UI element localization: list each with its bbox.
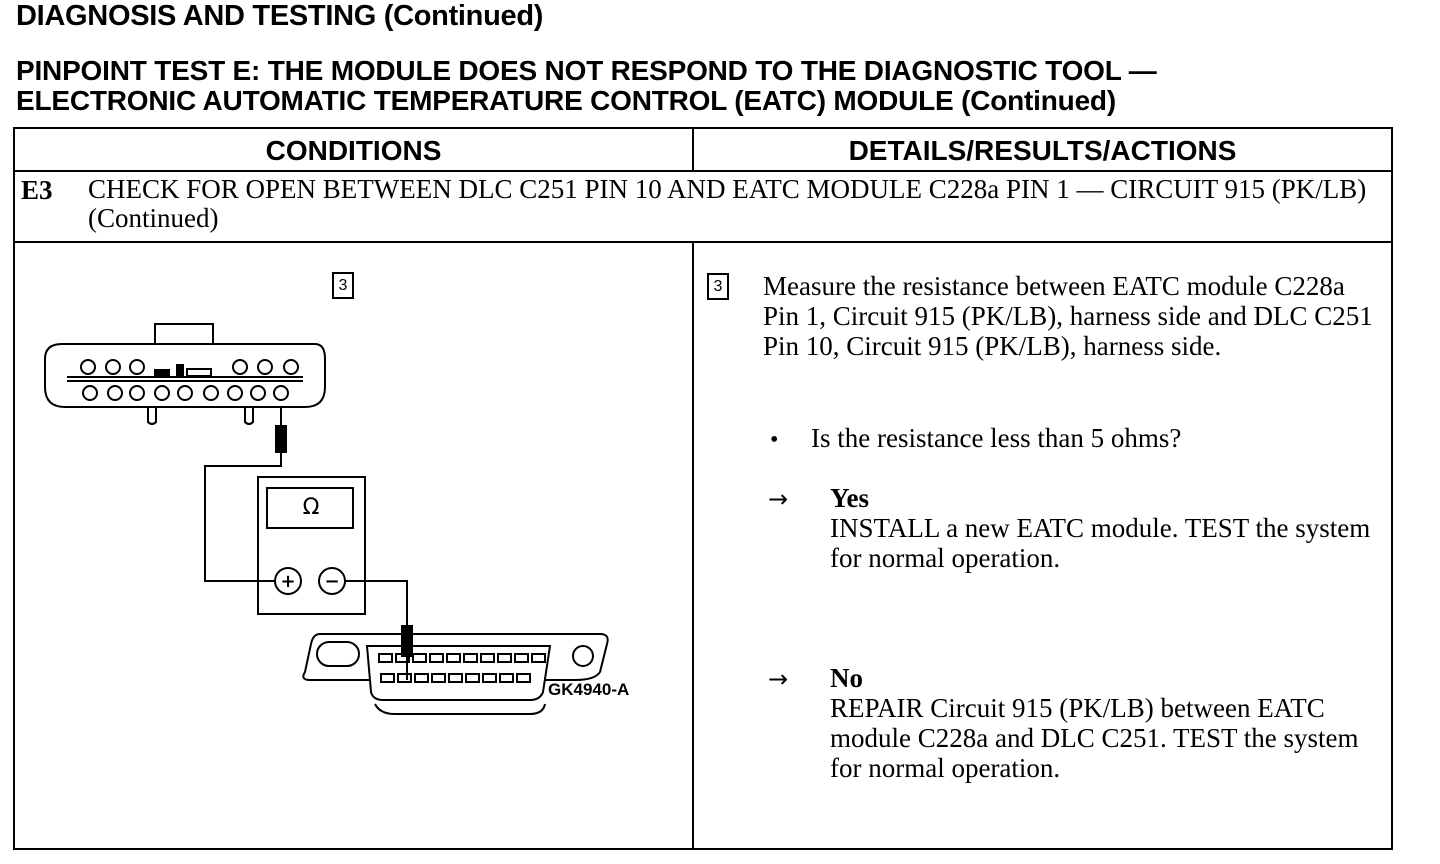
- yes-arrow-icon: →: [768, 485, 789, 513]
- details-header: DETAILS/RESULTS/ACTIONS: [848, 135, 1237, 166]
- conditions-header: CONDITIONS: [265, 135, 442, 166]
- yes-action: INSTALL a new EATC module. TEST the syst…: [830, 513, 1371, 573]
- no-arrow-icon: →: [768, 665, 789, 693]
- wiring-diagram: Ω + −: [44, 323, 629, 715]
- body-column-divider: [692, 241, 694, 848]
- header-divider: [15, 170, 1391, 172]
- dlc-connector-icon: [302, 625, 609, 715]
- resistance-question: Is the resistance less than 5 ohms?: [811, 423, 1182, 453]
- yes-label: Yes: [830, 483, 869, 513]
- step-divider: [15, 241, 1391, 243]
- measure-instruction: Measure the resistance between EATC modu…: [763, 271, 1373, 361]
- details-step-marker: 3: [707, 273, 729, 300]
- test-leads: [204, 452, 408, 629]
- figure-id: GK4940-A: [548, 680, 629, 699]
- eatc-connector-icon: [44, 323, 326, 453]
- pinpoint-test-title-line2: ELECTRONIC AUTOMATIC TEMPERATURE CONTROL…: [16, 85, 1116, 116]
- multimeter-icon: [257, 476, 366, 615]
- no-label: No: [830, 663, 863, 693]
- diagram-step-marker: 3: [332, 272, 354, 299]
- header-column-divider: [692, 129, 694, 170]
- pinpoint-test-title-line1: PINPOINT TEST E: THE MODULE DOES NOT RES…: [16, 55, 1157, 86]
- negative-terminal: −: [324, 571, 339, 592]
- page-title: DIAGNOSIS AND TESTING (Continued): [16, 0, 544, 32]
- step-title: CHECK FOR OPEN BETWEEN DLC C251 PIN 10 A…: [88, 174, 1367, 233]
- ohm-symbol: Ω: [303, 495, 320, 520]
- step-id: E3: [21, 175, 53, 205]
- question-bullet: •: [770, 427, 779, 453]
- test-table: CONDITIONS DETAILS/RESULTS/ACTIONS E3 CH…: [13, 127, 1393, 850]
- no-action: REPAIR Circuit 915 (PK/LB) between EATC …: [830, 693, 1359, 783]
- positive-terminal: +: [280, 571, 295, 592]
